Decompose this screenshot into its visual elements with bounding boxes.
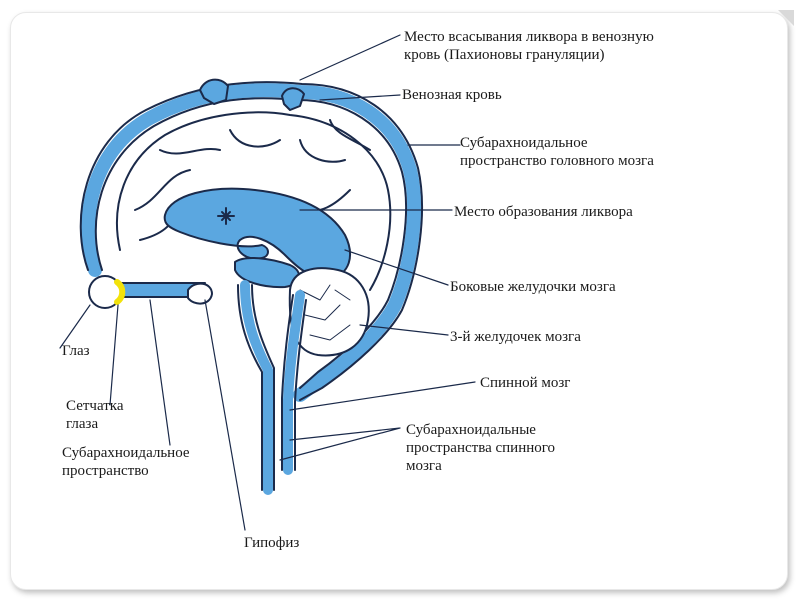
label-csf-absorption: Место всасывания ликвора в венозную кров… — [404, 29, 654, 63]
label-eye: Глаз — [62, 343, 90, 359]
label-spinal-cord: Спинной мозг — [480, 375, 571, 391]
csf-formation-star — [217, 207, 235, 225]
label-csf-formation: Место образования ликвора — [454, 204, 633, 220]
label-subarachnoid-brain: Субарахноидальное пространство головного… — [460, 135, 654, 169]
page-curl-icon — [778, 10, 794, 26]
pacchionian-granulation — [199, 78, 229, 105]
label-subarachnoid-space: Субарахноидальное пространство — [62, 445, 190, 479]
pacchionian-granulation — [281, 87, 305, 111]
retina — [114, 279, 126, 305]
label-subarachnoid-spinal: Субарахноидальные пространства спинного … — [406, 422, 556, 474]
subarachnoid-space-brain — [81, 83, 421, 402]
cerebral-cortex — [116, 111, 392, 291]
pituitary-gland — [187, 282, 213, 305]
leader-lines — [59, 34, 476, 531]
label-retina: Сетчатка глаза — [66, 398, 124, 432]
label-third-ventricle: 3-й желудочек мозга — [450, 329, 581, 345]
lateral-ventricle — [163, 187, 351, 280]
label-venous-blood: Венозная кровь — [402, 87, 502, 103]
label-lateral-ventricles: Боковые желудочки мозга — [450, 279, 616, 295]
spinal-cord — [240, 280, 305, 495]
label-pituitary: Гипофиз — [244, 535, 300, 551]
